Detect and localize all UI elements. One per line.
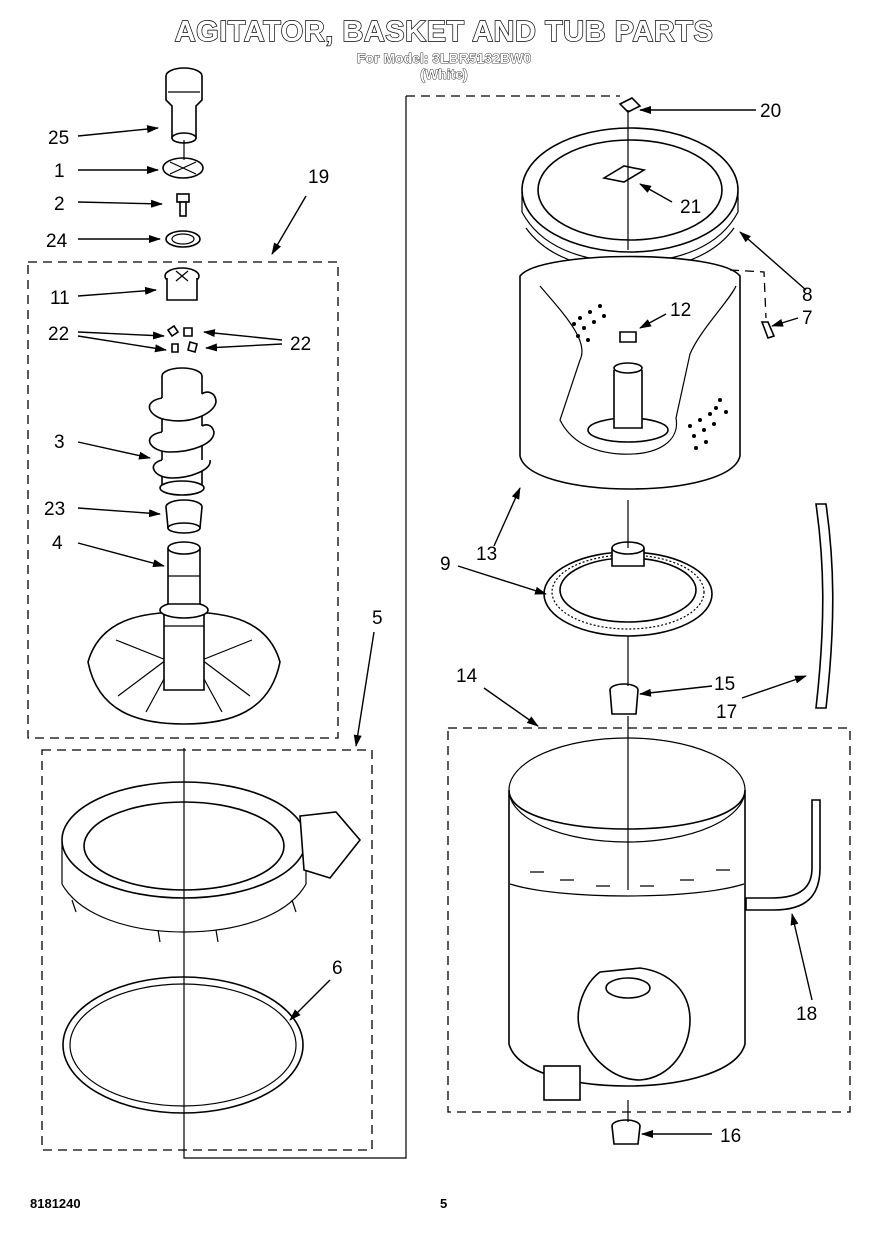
part-4-agitator-base [87, 541, 281, 725]
callout-4: 4 [52, 533, 63, 554]
part-17-hose [815, 503, 834, 709]
callout-24: 24 [46, 231, 68, 252]
callout-21: 21 [680, 197, 701, 218]
part-21-tab [601, 165, 647, 183]
group-box-19 [27, 261, 339, 739]
callout-1: 1 [54, 161, 65, 182]
part-16-cap [611, 1119, 641, 1145]
callout-25: 25 [48, 128, 69, 149]
basket-holes [572, 304, 728, 450]
callout-22-left: 22 [48, 324, 69, 345]
callout-5: 5 [372, 608, 383, 629]
callout-20: 20 [760, 101, 781, 122]
part-23-coupling [165, 499, 203, 534]
part-7-clip [760, 321, 776, 340]
page-title: AGITATOR, BASKET AND TUB PARTS [174, 15, 714, 48]
part-8-balance-ring [521, 127, 739, 271]
group-box-5 [41, 749, 373, 1151]
part-22-dogs [166, 324, 198, 353]
callout-2: 2 [54, 194, 65, 215]
part-13-basket [519, 255, 741, 490]
callout-6: 6 [332, 958, 343, 979]
callout-15: 15 [714, 674, 735, 695]
callout-14: 14 [456, 666, 478, 687]
callout-7: 7 [802, 308, 813, 329]
part-25-agitator-cap [165, 67, 203, 144]
group-box-14 [447, 727, 851, 1113]
color-line: (White) [420, 66, 468, 83]
callout-12: 12 [670, 300, 691, 321]
part-11-cam [164, 267, 200, 301]
model-line: For Model: 3LBR5132BW0 [356, 50, 532, 67]
part-2-bolt [176, 193, 190, 217]
part-5-tub-ring [61, 781, 362, 943]
part-24-ring [165, 230, 201, 248]
callout-16: 16 [720, 1126, 741, 1147]
callout-23: 23 [44, 499, 65, 520]
callout-18: 18 [796, 1004, 817, 1025]
callout-3: 3 [54, 432, 65, 453]
callout-9: 9 [440, 554, 451, 575]
part-9-hub [543, 541, 713, 637]
part-15-nut [609, 683, 639, 715]
model-subtitle: For Model: 3LBR5132BW0 (White) [0, 50, 888, 83]
callout-13: 13 [476, 544, 497, 565]
document-number: 8181240 [30, 1196, 81, 1211]
callout-17: 17 [716, 702, 737, 723]
callout-arrows [77, 106, 813, 1138]
callout-11: 11 [50, 288, 70, 309]
callout-8: 8 [802, 285, 813, 306]
connector-line [183, 96, 407, 1159]
part-20-clip [618, 97, 642, 113]
page-number: 5 [440, 1196, 448, 1211]
callout-22-right: 22 [290, 334, 311, 355]
callout-19: 19 [308, 167, 329, 188]
part-18-hose [745, 799, 821, 911]
part-1-cap-disk [162, 157, 204, 179]
part-3-auger [148, 367, 217, 496]
part-14-outer-tub [508, 737, 746, 1101]
part-6-gasket [62, 976, 304, 1114]
